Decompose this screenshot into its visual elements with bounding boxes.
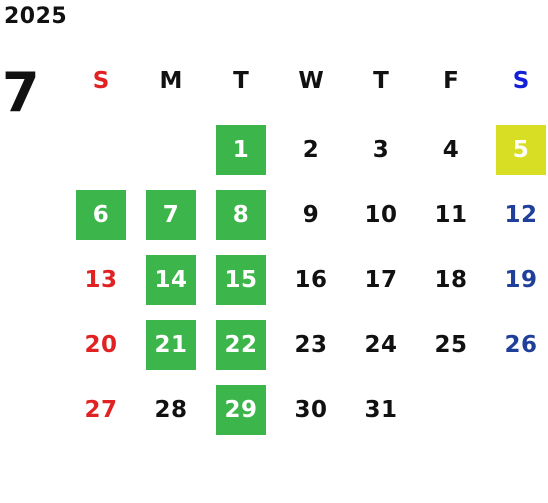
day-cell[interactable]: 11 — [434, 202, 468, 228]
day-cell[interactable]: 15 — [216, 255, 266, 305]
day-cell[interactable]: 10 — [364, 202, 398, 228]
weekday-header-wed: W — [298, 68, 324, 94]
day-cell[interactable]: 29 — [216, 385, 266, 435]
year-label: 2025 — [4, 4, 68, 29]
day-cell[interactable]: 12 — [504, 202, 538, 228]
day-cell[interactable]: 31 — [364, 397, 398, 423]
day-cell[interactable]: 21 — [146, 320, 196, 370]
weekday-header-tue: T — [233, 68, 249, 94]
weekday-header-sun: S — [92, 68, 110, 94]
weekday-header-sat: S — [512, 68, 530, 94]
day-cell[interactable]: 6 — [76, 190, 126, 240]
day-cell[interactable]: 1 — [216, 125, 266, 175]
day-cell[interactable]: 13 — [84, 267, 118, 293]
day-cell[interactable]: 7 — [146, 190, 196, 240]
day-cell[interactable]: 18 — [434, 267, 468, 293]
weekday-header-mon: M — [159, 68, 183, 94]
day-cell[interactable]: 22 — [216, 320, 266, 370]
day-cell[interactable]: 16 — [294, 267, 328, 293]
day-cell[interactable]: 26 — [504, 332, 538, 358]
weekday-header-fri: F — [443, 68, 459, 94]
day-cell[interactable]: 2 — [302, 137, 320, 163]
month-label: 7 — [2, 61, 40, 124]
day-cell[interactable]: 17 — [364, 267, 398, 293]
day-cell[interactable]: 3 — [372, 137, 390, 163]
day-cell[interactable]: 23 — [294, 332, 328, 358]
day-cell[interactable]: 4 — [442, 137, 460, 163]
day-cell[interactable]: 5 — [496, 125, 546, 175]
day-cell[interactable]: 19 — [504, 267, 538, 293]
day-cell[interactable]: 28 — [154, 397, 188, 423]
day-cell[interactable]: 8 — [216, 190, 266, 240]
day-cell[interactable]: 24 — [364, 332, 398, 358]
day-cell[interactable]: 25 — [434, 332, 468, 358]
day-cell[interactable]: 27 — [84, 397, 118, 423]
day-cell[interactable]: 30 — [294, 397, 328, 423]
weekday-header-thu: T — [373, 68, 389, 94]
day-cell[interactable]: 14 — [146, 255, 196, 305]
day-cell[interactable]: 20 — [84, 332, 118, 358]
day-cell[interactable]: 9 — [302, 202, 320, 228]
